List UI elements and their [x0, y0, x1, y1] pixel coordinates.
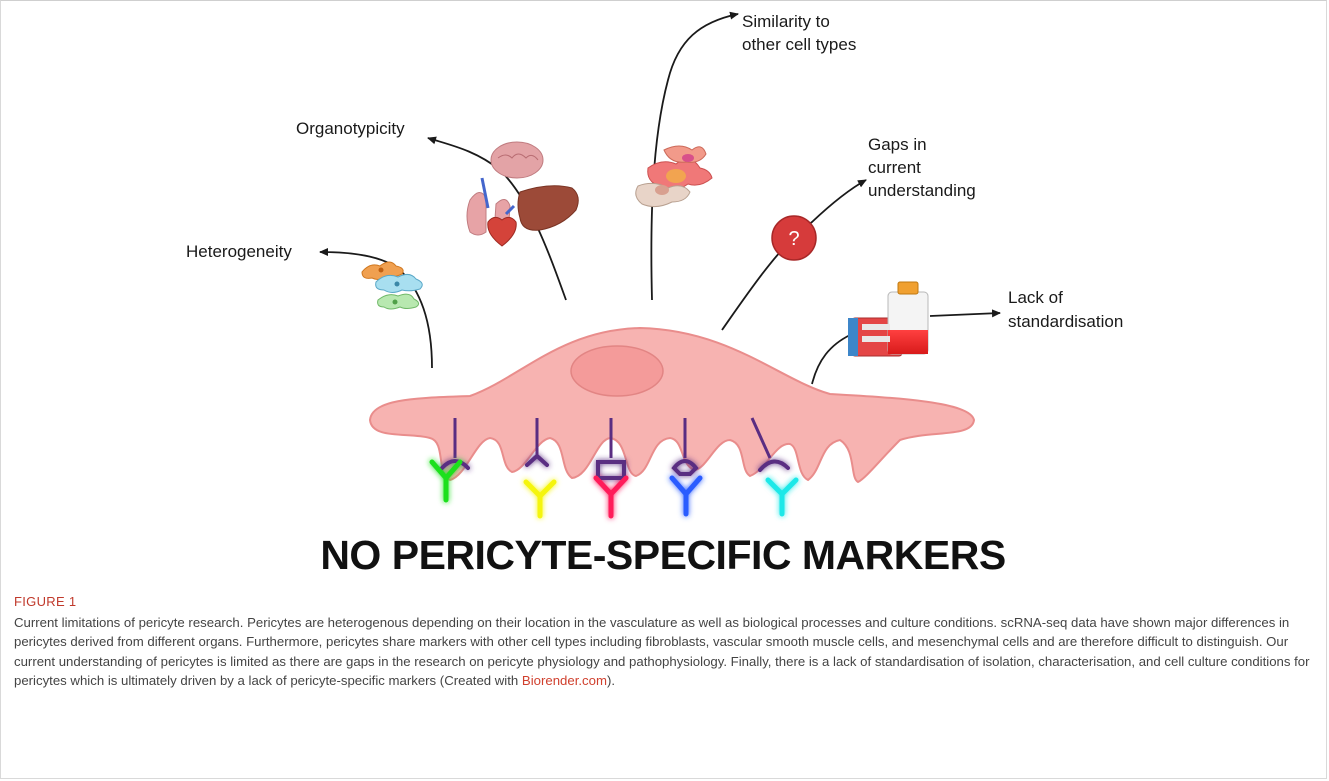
label-organotypicity: Organotypicity — [296, 119, 405, 138]
label-similarity-2: other cell types — [742, 35, 856, 54]
question-icon: ? — [772, 216, 816, 260]
figure-illustration: Heterogeneity Organotypicity Similarity … — [0, 0, 1329, 590]
label-lack-1: Lack of — [1008, 288, 1063, 307]
figure-label: FIGURE 1 — [14, 594, 1314, 609]
figure-caption: FIGURE 1 Current limitations of pericyte… — [14, 594, 1314, 691]
organs-icon — [467, 142, 578, 246]
caption-text: Current limitations of pericyte research… — [14, 613, 1314, 691]
label-similarity-1: Similarity to — [742, 12, 830, 31]
similar-cells-icon — [636, 146, 712, 207]
culture-flask-icon — [848, 282, 928, 356]
caption-text-main: Current limitations of pericyte research… — [14, 615, 1310, 688]
banner-no-pericyte-markers: NO PERICYTE-SPECIFIC MARKERS — [320, 532, 1005, 578]
label-gaps-3: understanding — [868, 181, 976, 200]
label-lack-2: standardisation — [1008, 312, 1123, 331]
caption-text-end: ). — [607, 673, 615, 688]
antibody-icon — [432, 456, 796, 516]
question-mark: ? — [788, 228, 799, 250]
heterogeneous-cells-icon — [362, 262, 422, 309]
label-gaps-1: Gaps in — [868, 135, 927, 154]
label-heterogeneity: Heterogeneity — [186, 242, 292, 261]
biorender-link[interactable]: Biorender.com — [522, 673, 607, 688]
label-gaps-2: current — [868, 158, 921, 177]
